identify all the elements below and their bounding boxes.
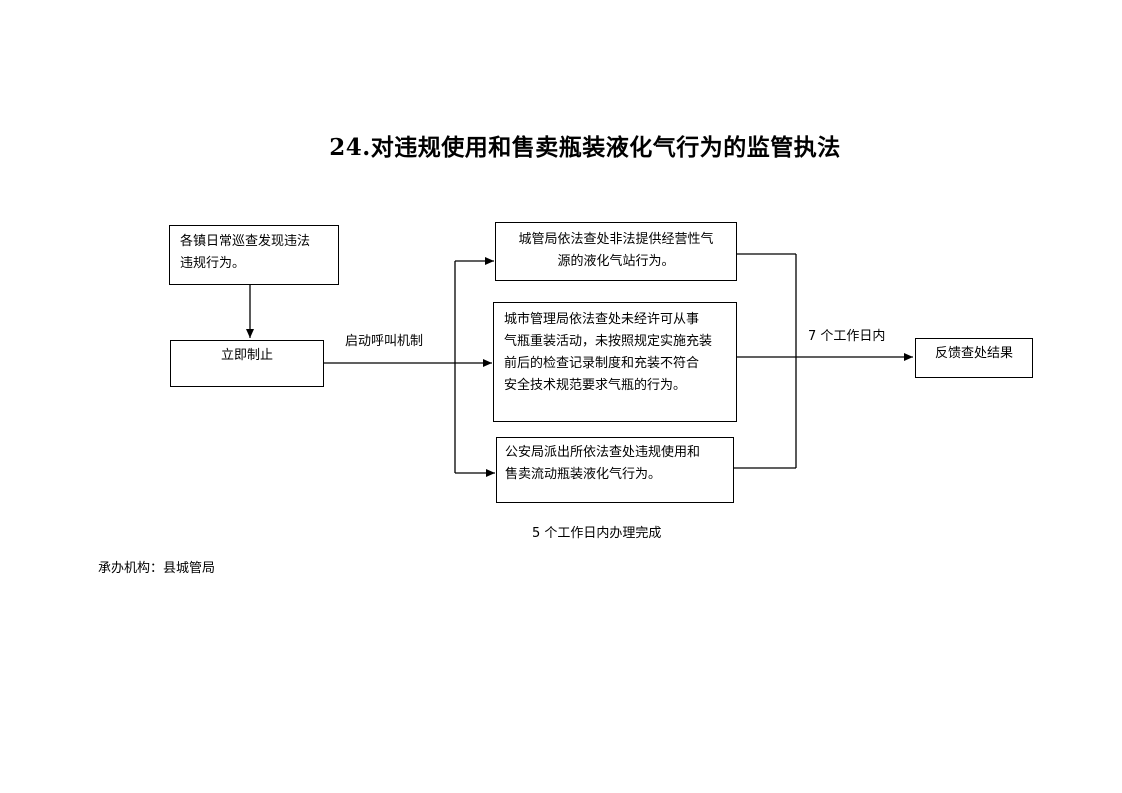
discover-text: 各镇日常巡查发现违法 违规行为。 — [180, 234, 311, 271]
feedback-text: 反馈查处结果 — [934, 346, 1013, 361]
stop-text: 立即制止 — [220, 348, 273, 363]
branch1-text: 城管局依法查处非法提供经营性气 源的液化气站行为。 — [518, 232, 714, 269]
branch2-box: 城市管理局依法查处未经许可从事 气瓶重装活动，未按照规定实施充装 前后的检查记录… — [493, 302, 737, 422]
feedback-box: 反馈查处结果 — [915, 338, 1033, 378]
mechanism-label: 启动呼叫机制 — [345, 334, 424, 349]
branch3-box: 公安局派出所依法查处违规使用和 售卖流动瓶装液化气行为。 — [496, 437, 734, 503]
agency-label: 承办机构：县城管局 — [98, 561, 216, 576]
five-days-label: 5 个工作日内办理完成 — [532, 526, 662, 541]
seven-days-label: 7 个工作日内 — [808, 329, 886, 344]
stop-box: 立即制止 — [170, 340, 324, 387]
page-title: 24.对违规使用和售卖瓶装液化气行为的监管执法 — [329, 134, 841, 161]
branch2-text: 城市管理局依法查处未经许可从事 气瓶重装活动，未按照规定实施充装 前后的检查记录… — [504, 312, 713, 393]
branch1-box: 城管局依法查处非法提供经营性气 源的液化气站行为。 — [495, 222, 737, 281]
discover-box: 各镇日常巡查发现违法 违规行为。 — [169, 225, 339, 285]
branch3-text: 公安局派出所依法查处违规使用和 售卖流动瓶装液化气行为。 — [505, 445, 701, 482]
